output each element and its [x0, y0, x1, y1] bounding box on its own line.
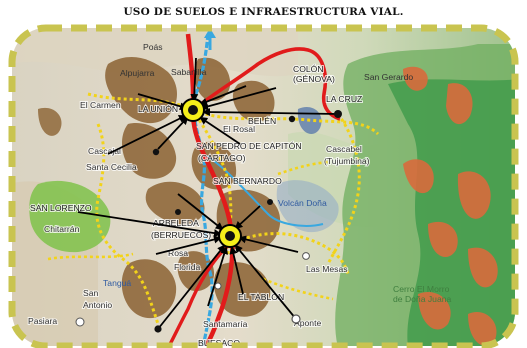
reserve-patch [446, 83, 473, 125]
place-label: BUESACO [198, 338, 240, 348]
place-label: EL TABLÓN [238, 292, 284, 302]
place-label: Chitarrán [44, 224, 80, 234]
hub-center [225, 231, 235, 241]
road-secondary [326, 113, 361, 265]
node-dot [291, 314, 301, 324]
road-primary [166, 242, 232, 346]
place-label: LA CRUZ [326, 94, 362, 104]
place-label: (Tujumbina) [324, 156, 370, 166]
place-label: (CARTAGO) [198, 153, 246, 163]
arrow [157, 116, 189, 150]
arrow-group-north [107, 57, 339, 155]
map-title: USO DE SUELOS E INFRAESTRUCTURA VIAL. [123, 6, 404, 18]
node-dot [152, 148, 160, 156]
place-label: SAN PEDRO DE CAPITÓN [196, 141, 302, 151]
protected-area [276, 180, 339, 233]
map-border [8, 24, 519, 348]
reserve-patch [403, 159, 434, 194]
road-secondary [229, 232, 350, 275]
river-flow-arrowhead [204, 28, 216, 38]
arrow [234, 205, 261, 230]
place-label: Santamaría [203, 319, 248, 329]
place-label: San [83, 288, 99, 298]
road-secondary [262, 277, 334, 301]
settlement-zone [177, 251, 215, 292]
place-label: (BERRUECOS) [151, 230, 211, 240]
map-canvas[interactable]: Alpujarra Poás Sabanilla COLÓN(GÉNOVA) S… [8, 24, 519, 348]
reserve-patch [457, 171, 491, 219]
arrow [202, 108, 339, 117]
arrow [177, 193, 224, 231]
place-label: LA UNIÓN [138, 104, 178, 114]
reserve-patch [468, 247, 498, 288]
arrow [207, 246, 229, 307]
node-dot [267, 199, 273, 205]
settlement-zone [121, 123, 177, 179]
hub-arboleda[interactable] [218, 224, 242, 248]
road-secondary [95, 123, 160, 325]
arrow [155, 235, 222, 255]
place-label: Las Mesas [306, 264, 348, 274]
arrow [190, 57, 199, 102]
place-label: SAN BERNARDO [213, 176, 282, 186]
place-label: Tanguá [103, 278, 131, 288]
place-label: El Carmen [80, 100, 121, 110]
arrow [199, 85, 247, 106]
arrow [77, 211, 222, 238]
arrow [200, 87, 277, 111]
settlement-zone [105, 57, 177, 124]
place-label: Sabanilla [171, 67, 207, 77]
place-label: Volcán Doña [278, 198, 327, 208]
place-label: Poás [143, 42, 163, 52]
reserve-patch [428, 221, 458, 258]
hub-la-union[interactable] [181, 98, 205, 122]
node-dot [175, 209, 181, 215]
place-label: San Gerardo [364, 72, 413, 82]
place-label: Cascajal [88, 146, 121, 156]
green-patch-san-lorenzo [29, 180, 111, 253]
reserve-patch [418, 292, 451, 330]
settlement-zone [38, 107, 62, 136]
node-dot [334, 110, 342, 118]
river-tributary [202, 153, 324, 227]
road-primary [191, 47, 341, 121]
arrow [107, 115, 187, 155]
river [192, 33, 214, 346]
arrow [137, 93, 188, 111]
arrow [234, 244, 297, 320]
road-secondary [47, 252, 134, 261]
place-label: COLÓN(GÉNOVA) [293, 64, 335, 84]
node-dot [154, 325, 162, 333]
settlement-zone [121, 259, 177, 319]
reserve-patch [403, 66, 428, 91]
arrow [238, 235, 299, 253]
map-body: Alpujarra Poás Sabanilla COLÓN(GÉNOVA) S… [12, 28, 515, 348]
road-secondary [87, 92, 380, 136]
place-label: Antonio [83, 300, 112, 310]
arrow [229, 246, 244, 295]
arrow-group-south [77, 193, 299, 330]
hub-center [188, 105, 198, 115]
place-label: El Rosal [223, 124, 255, 134]
place-label: Florida [174, 262, 200, 272]
reserve-patch [468, 312, 497, 346]
node-dot [288, 115, 296, 123]
place-label: Alpujarra [120, 68, 155, 78]
arrow [157, 244, 226, 330]
arrow [199, 116, 241, 145]
place-label: Pasiara [28, 316, 57, 326]
place-label: SAN LORENZO [30, 203, 92, 213]
node-dot [302, 252, 310, 260]
place-label: BELÉN [248, 116, 276, 126]
node-dot [75, 317, 85, 327]
map-frame[interactable]: Alpujarra Poás Sabanilla COLÓN(GÉNOVA) S… [8, 24, 519, 348]
settlement-zone [145, 181, 205, 225]
road-secondary [277, 160, 329, 176]
terrain-patch [12, 28, 298, 77]
place-label: Santa Cecilia [86, 162, 137, 172]
place-label: Cascabel [326, 144, 362, 154]
node-dot [214, 282, 222, 290]
